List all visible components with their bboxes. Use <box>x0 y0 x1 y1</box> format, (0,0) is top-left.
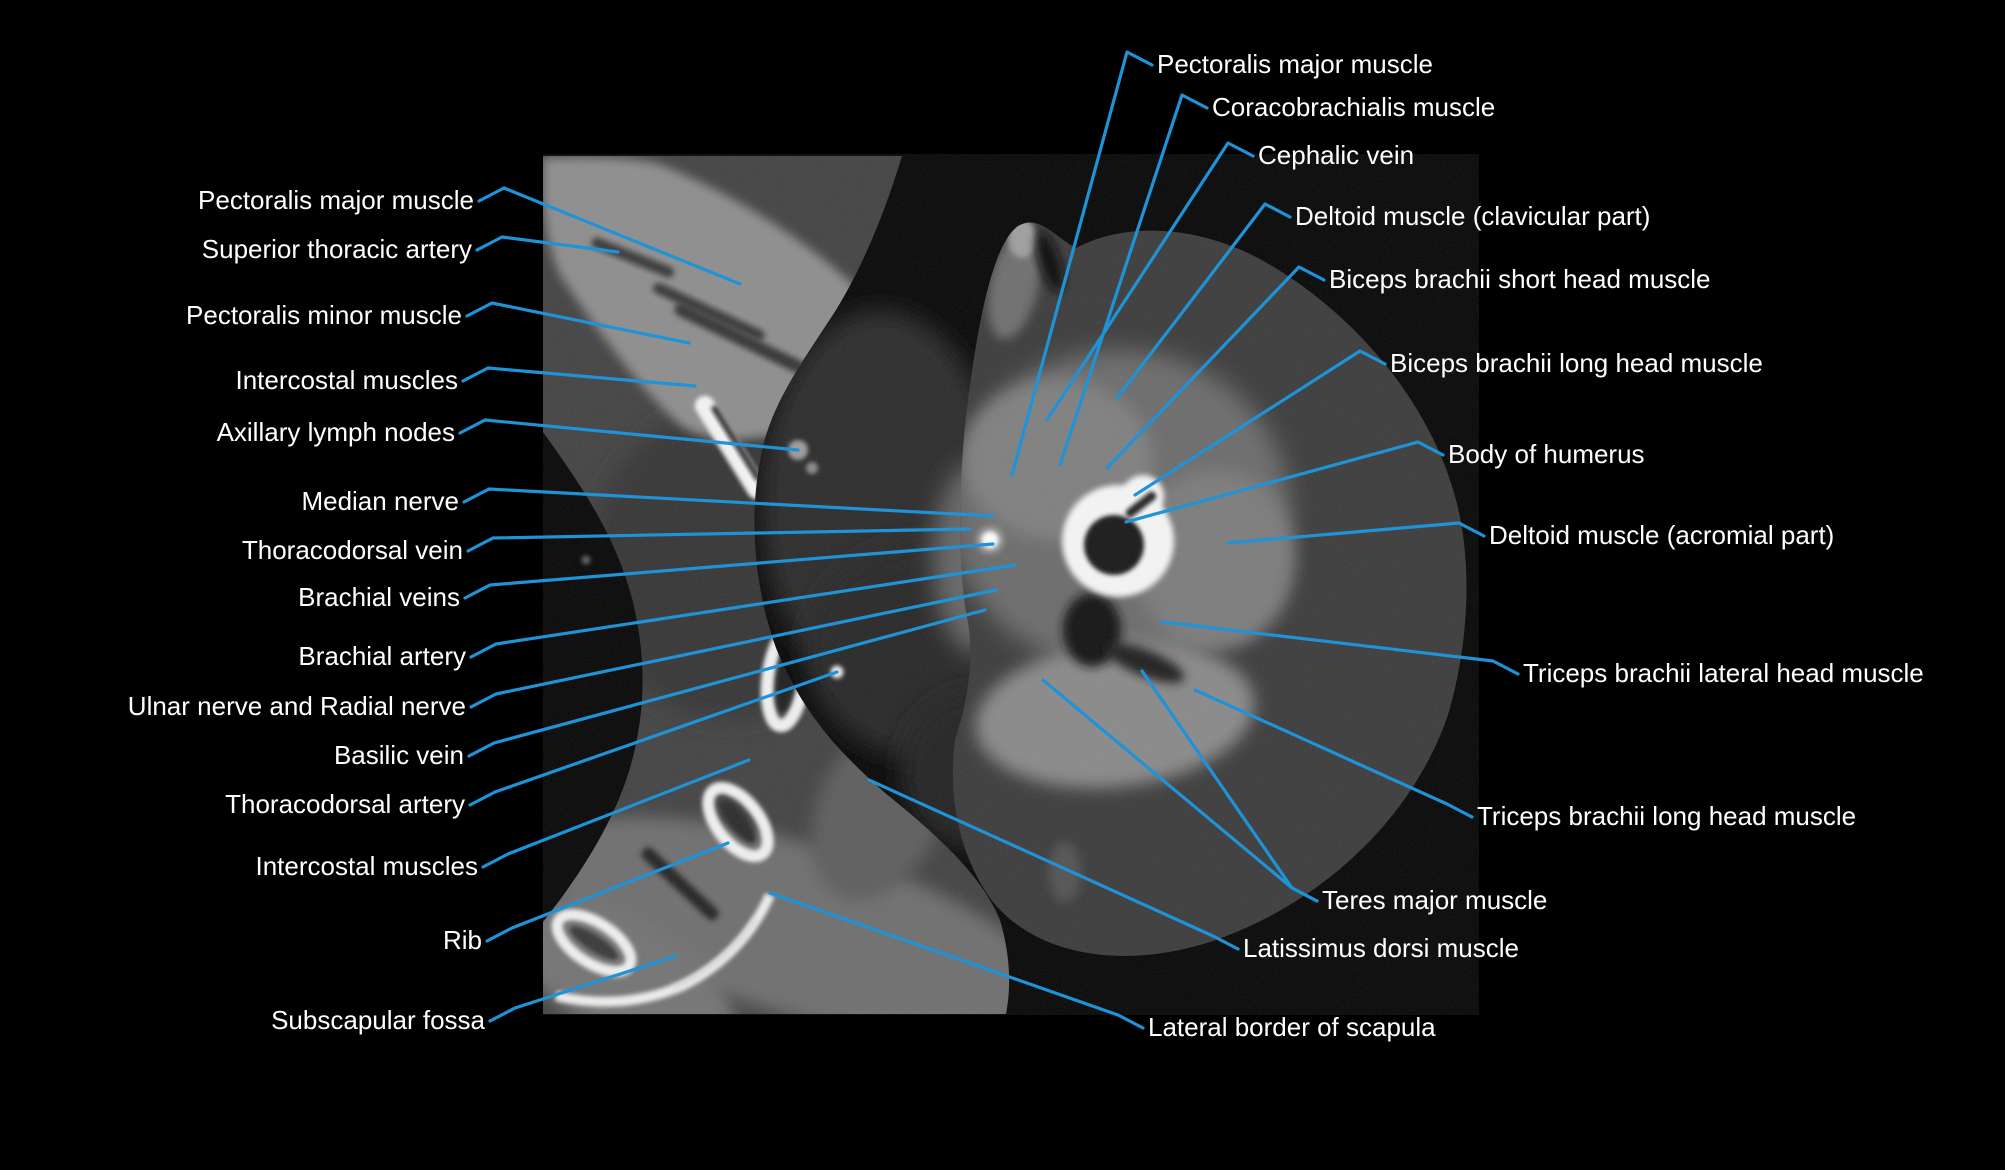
callout-thoracodorsal-artery: Thoracodorsal artery <box>225 670 839 819</box>
label-cephalic-vein: Cephalic vein <box>1258 140 1414 170</box>
label-deltoid-muscle-acromial-part: Deltoid muscle (acromial part) <box>1489 520 1834 550</box>
leader-line-triceps-brachii-lateral-head-muscle <box>1160 620 1520 676</box>
label-axillary-lymph-nodes: Axillary lymph nodes <box>217 417 455 447</box>
leader-line-biceps-brachii-long-head-muscle <box>1133 349 1387 497</box>
callout-intercostal-muscles: Intercostal muscles <box>255 758 751 881</box>
callout-biceps-brachii-long-head-muscle: Biceps brachii long head muscle <box>1133 348 1763 497</box>
leader-line-body-of-humerus <box>1124 440 1445 524</box>
leader-line-rib <box>485 841 730 943</box>
callout-ulnar-nerve-and-radial-nerve: Ulnar nerve and Radial nerve <box>128 588 998 721</box>
label-basilic-vein: Basilic vein <box>334 740 464 770</box>
ct-noise-grain <box>543 154 1479 1015</box>
label-rib: Rib <box>443 925 482 955</box>
callout-pectoralis-major-muscle: Pectoralis major muscle <box>198 185 742 286</box>
leader-line-lateral-border-of-scapula <box>768 891 1145 1030</box>
callout-superior-thoracic-artery: Superior thoracic artery <box>202 234 620 264</box>
leader-line-ulnar-nerve-and-radial-nerve <box>469 588 998 709</box>
callout-triceps-brachii-lateral-head-muscle: Triceps brachii lateral head muscle <box>1160 620 1924 688</box>
leader-line-median-nerve <box>462 487 995 518</box>
callout-lateral-border-of-scapula: Lateral border of scapula <box>768 891 1436 1042</box>
label-pectoralis-major-muscle: Pectoralis major muscle <box>198 185 474 215</box>
leader-line-thoracodorsal-artery <box>468 670 839 807</box>
callout-triceps-brachii-long-head-muscle: Triceps brachii long head muscle <box>1193 688 1856 831</box>
label-intercostal-muscles: Intercostal muscles <box>235 365 458 395</box>
leader-line-deltoid-muscle-clavicular-part <box>1115 202 1292 400</box>
callout-brachial-veins: Brachial veins <box>298 542 995 612</box>
callout-intercostal-muscles: Intercostal muscles <box>235 365 697 395</box>
label-subscapular-fossa: Subscapular fossa <box>271 1005 485 1035</box>
callout-basilic-vein: Basilic vein <box>334 608 987 770</box>
label-brachial-veins: Brachial veins <box>298 582 460 612</box>
label-median-nerve: Median nerve <box>301 486 459 516</box>
leader-line-thoracodorsal-vein <box>466 527 972 553</box>
label-thoracodorsal-vein: Thoracodorsal vein <box>242 535 463 565</box>
leader-line-brachial-artery <box>469 563 1017 659</box>
leader-line-teres-major-muscle <box>1140 669 1319 903</box>
leader-line-coracobrachialis-muscle <box>1058 93 1209 467</box>
callout-rib: Rib <box>443 841 730 955</box>
callout-median-nerve: Median nerve <box>301 486 995 518</box>
callout-axillary-lymph-nodes: Axillary lymph nodes <box>217 417 800 452</box>
callout-coracobrachialis-muscle: Coracobrachialis muscle <box>1058 92 1495 467</box>
callout-latissimus-dorsi-muscle: Latissimus dorsi muscle <box>867 778 1519 963</box>
label-latissimus-dorsi-muscle: Latissimus dorsi muscle <box>1243 933 1519 963</box>
leader-line-subscapular-fossa <box>488 954 678 1023</box>
label-deltoid-muscle-clavicular-part: Deltoid muscle (clavicular part) <box>1295 201 1650 231</box>
callout-brachial-artery: Brachial artery <box>298 563 1017 671</box>
label-lateral-border-of-scapula: Lateral border of scapula <box>1148 1012 1436 1042</box>
leader-line-biceps-brachii-short-head-muscle <box>1105 265 1326 470</box>
label-intercostal-muscles: Intercostal muscles <box>255 851 478 881</box>
leader-line-cephalic-vein <box>1045 141 1255 422</box>
callout-deltoid-muscle-clavicular-part: Deltoid muscle (clavicular part) <box>1115 201 1650 400</box>
callout-cephalic-vein: Cephalic vein <box>1045 140 1414 422</box>
leader-line-axillary-lymph-nodes <box>458 418 800 452</box>
label-pectoralis-minor-muscle: Pectoralis minor muscle <box>186 300 462 330</box>
label-teres-major-muscle: Teres major muscle <box>1322 885 1547 915</box>
label-thoracodorsal-artery: Thoracodorsal artery <box>225 789 465 819</box>
leader-line-superior-thoracic-artery <box>475 235 620 254</box>
callout-biceps-brachii-short-head-muscle: Biceps brachii short head muscle <box>1105 264 1711 470</box>
label-coracobrachialis-muscle: Coracobrachialis muscle <box>1212 92 1495 122</box>
callout-thoracodorsal-vein: Thoracodorsal vein <box>242 527 972 565</box>
callout-pectoralis-major-muscle: Pectoralis major muscle <box>1010 49 1433 477</box>
leader-line-latissimus-dorsi-muscle <box>867 778 1240 951</box>
callout-subscapular-fossa: Subscapular fossa <box>271 954 678 1035</box>
label-pectoralis-major-muscle: Pectoralis major muscle <box>1157 49 1433 79</box>
label-triceps-brachii-lateral-head-muscle: Triceps brachii lateral head muscle <box>1523 658 1924 688</box>
callout-teres-major-muscle: Teres major muscle <box>1041 669 1547 915</box>
leader-line-triceps-brachii-long-head-muscle <box>1193 688 1474 819</box>
leader-line-intercostal-muscles <box>481 758 751 869</box>
callout-deltoid-muscle-acromial-part: Deltoid muscle (acromial part) <box>1226 520 1834 550</box>
callout-body-of-humerus: Body of humerus <box>1124 439 1645 524</box>
label-body-of-humerus: Body of humerus <box>1448 439 1645 469</box>
leader-line-brachial-veins <box>463 542 995 600</box>
leader-line-pectoralis-major-muscle <box>477 186 742 286</box>
callout-pectoralis-minor-muscle: Pectoralis minor muscle <box>186 300 691 345</box>
label-brachial-artery: Brachial artery <box>298 641 466 671</box>
label-biceps-brachii-short-head-muscle: Biceps brachii short head muscle <box>1329 264 1711 294</box>
leader-line-pectoralis-minor-muscle <box>465 301 691 345</box>
label-triceps-brachii-long-head-muscle: Triceps brachii long head muscle <box>1477 801 1856 831</box>
leader-line-pectoralis-major-muscle <box>1010 50 1154 477</box>
label-biceps-brachii-long-head-muscle: Biceps brachii long head muscle <box>1390 348 1763 378</box>
leader-line-basilic-vein <box>467 608 987 758</box>
label-superior-thoracic-artery: Superior thoracic artery <box>202 234 472 264</box>
ct-scan-image <box>543 154 1479 1015</box>
leader-line-deltoid-muscle-acromial-part <box>1226 521 1486 545</box>
leader-line-intercostal-muscles <box>461 366 697 388</box>
label-ulnar-nerve-and-radial-nerve: Ulnar nerve and Radial nerve <box>128 691 466 721</box>
